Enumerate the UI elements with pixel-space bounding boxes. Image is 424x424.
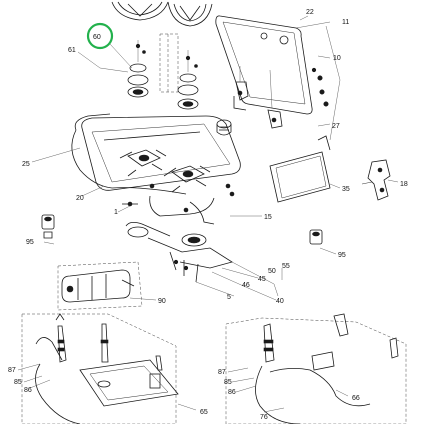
- hob-burner-left: [119, 149, 167, 177]
- callout-45: 45: [258, 276, 266, 283]
- callout-66: 66: [352, 395, 360, 402]
- callout-65: 65: [200, 409, 208, 416]
- drip-panel: [269, 135, 331, 203]
- callout-35: 35: [342, 186, 350, 193]
- callout-46: 46: [242, 282, 250, 289]
- callout-87-right: 87: [218, 369, 226, 376]
- callout-40: 40: [276, 298, 284, 305]
- lid-mounting-screws: [239, 66, 329, 109]
- glass-lid: [215, 15, 313, 115]
- callout-85-left: 85: [14, 379, 22, 386]
- callout-25: 25: [22, 161, 30, 168]
- burner-assembly-left: [127, 40, 149, 98]
- detail-box-left: [17, 313, 197, 424]
- callout-90: 90: [158, 298, 166, 305]
- callout-95-left: 95: [26, 239, 34, 246]
- knob-95-left: [41, 214, 55, 239]
- callout-95-right: 95: [338, 252, 346, 259]
- callout-50: 50: [268, 268, 276, 275]
- hinge-assembly-detail: [361, 159, 391, 201]
- callout-60: 60: [93, 34, 101, 41]
- callout-22: 22: [306, 9, 314, 16]
- callout-1: 1: [114, 209, 118, 216]
- hob-burner-right: [163, 165, 211, 193]
- callout-86-right: 86: [228, 389, 236, 396]
- hob-gasket: [71, 113, 187, 195]
- leader-lines: [31, 15, 399, 301]
- callout-11: 11: [342, 19, 349, 26]
- callout-85-right: 85: [224, 379, 232, 386]
- callout-5: 5: [227, 294, 231, 301]
- detail-box-right: [225, 313, 407, 424]
- callout-labels: 22 11 60 61 10 27 25 20 35 18 1 15 95 95…: [8, 9, 408, 421]
- knob-95-right: [309, 229, 323, 245]
- callout-86-left: 86: [24, 387, 32, 394]
- pan-support-grate-right: [167, 1, 213, 27]
- highlight-circle-60: [86, 22, 114, 50]
- callout-27: 27: [332, 123, 340, 130]
- callout-10: 10: [333, 55, 341, 62]
- callout-55: 55: [282, 263, 290, 270]
- gas-pipe: [122, 183, 235, 225]
- mounting-bracket: [159, 33, 179, 93]
- valve-base-assembly: [125, 222, 233, 283]
- callout-61: 61: [68, 47, 76, 54]
- burner-assembly-right: [177, 50, 199, 110]
- pan-support-grate-left: [111, 1, 169, 21]
- hob-tray: [81, 115, 241, 191]
- igniter-unit: [57, 261, 143, 311]
- callout-15: 15: [264, 214, 272, 221]
- callout-87-left: 87: [8, 367, 16, 374]
- callout-20: 20: [76, 195, 84, 202]
- control-knob: [216, 119, 232, 136]
- lid-hinge-right: [267, 109, 283, 129]
- lid-hinge-left: [233, 81, 249, 111]
- callout-76: 76: [260, 414, 268, 421]
- callout-18: 18: [400, 181, 408, 188]
